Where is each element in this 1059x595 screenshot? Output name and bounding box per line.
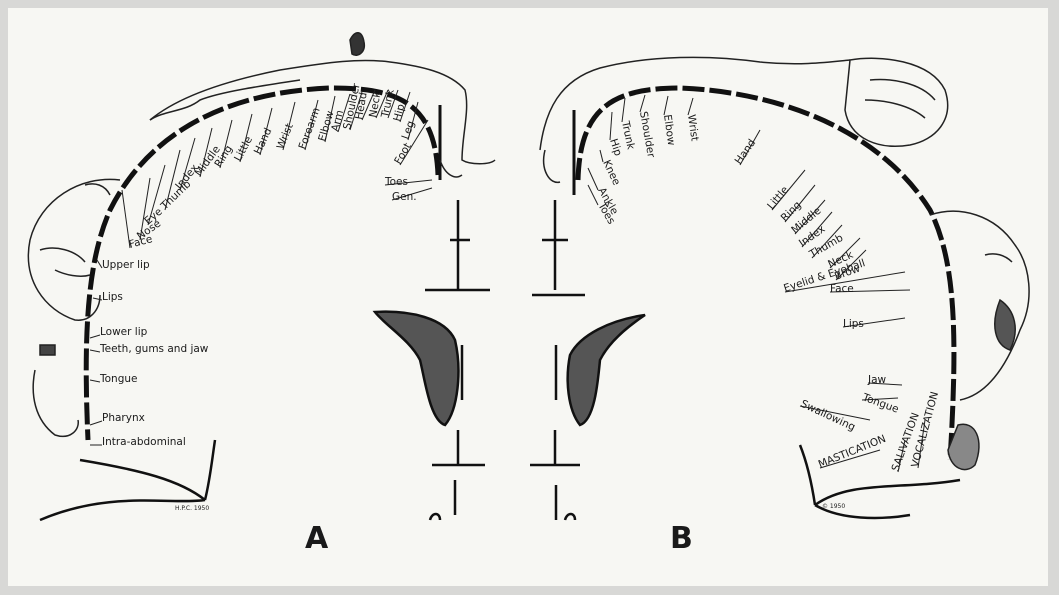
panel-a-label: Intra-abdominal [102,436,186,448]
panel-b-label: Lips [843,318,864,330]
signature-b: © 1950 [822,503,845,510]
panel-a-label: Teeth, gums and jaw [99,343,209,355]
paper-card [8,8,1048,586]
panel-a-label: Toes [384,176,408,188]
panel-a-label: Pharynx [102,412,145,424]
panel-a-label: Tongue [99,373,138,385]
panel-b-label: Face [830,283,854,295]
panel-b-label: Jaw [867,374,887,386]
panel-a-label: Lips [102,291,123,303]
panel-letter-a: A [305,521,329,556]
panel-a-label: Upper lip [102,259,150,271]
panel-letter-b: B [670,521,693,556]
signature-a: H.P.C. 1950 [175,505,209,512]
panel-a-label: Gen. [392,191,417,203]
panel-a-label: Lower lip [100,326,148,338]
